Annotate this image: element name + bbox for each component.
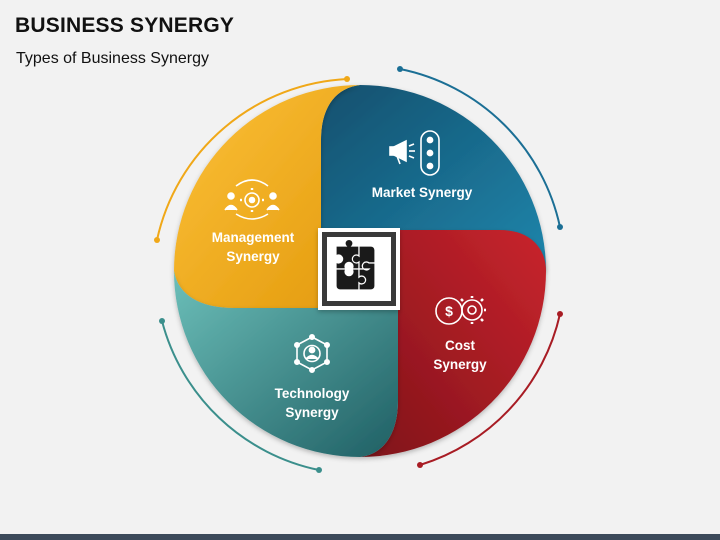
segment-cost[interactable] [360, 230, 546, 457]
megaphone-people-icon [389, 130, 440, 176]
technology-label-line2: Synergy [285, 405, 339, 420]
arc-cost [419, 313, 561, 466]
arc-dot [397, 66, 403, 72]
arc-dot [159, 318, 165, 324]
arc-management [156, 78, 348, 241]
outer-arcs [154, 66, 563, 473]
puzzle-icon [335, 238, 376, 291]
management-label-line2: Synergy [226, 249, 280, 264]
dollar-gear-icon: $ [435, 296, 486, 325]
page-subtitle: Types of Business Synergy [16, 50, 209, 67]
page-title: BUSINESS SYNERGY [15, 14, 235, 37]
arc-dot [557, 224, 563, 230]
management-label-line1: Management [212, 230, 295, 245]
cost-label-line1: Cost [445, 338, 476, 353]
arc-dot [316, 467, 322, 473]
cost-label-line2: Synergy [433, 357, 487, 372]
segment-management[interactable] [174, 85, 360, 308]
segment-market[interactable] [321, 85, 546, 271]
arc-dot [154, 237, 160, 243]
arc-dot [557, 311, 563, 317]
arc-market [399, 68, 561, 228]
arc-dot [344, 76, 350, 82]
market-label: Market Synergy [372, 185, 473, 200]
arc-technology [161, 320, 320, 471]
segment-technology[interactable] [174, 271, 398, 457]
footer-bar [0, 534, 720, 540]
svg-text:$: $ [445, 303, 453, 319]
arc-dot [417, 462, 423, 468]
network-person-icon [293, 333, 330, 373]
team-gear-icon [224, 179, 280, 220]
technology-label-line1: Technology [275, 386, 350, 401]
center-box [318, 228, 400, 310]
